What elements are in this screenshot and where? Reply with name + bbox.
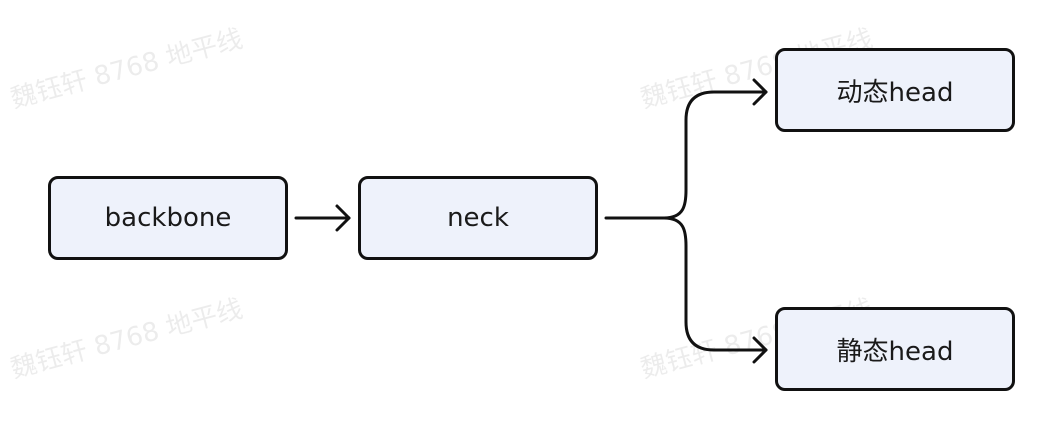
node-dynamic-head: 动态head [775, 48, 1015, 132]
arrowhead-backbone-to-neck [335, 204, 351, 232]
node-backbone-label: backbone [104, 203, 232, 233]
node-backbone: backbone [48, 176, 288, 260]
node-static-head: 静态head [775, 307, 1015, 391]
node-dynamic-head-label: 动态head [836, 77, 954, 108]
arrowhead-to-static-head [752, 336, 768, 364]
node-neck: neck [358, 176, 598, 260]
node-neck-label: neck [447, 203, 509, 233]
node-static-head-label: 静态head [836, 336, 954, 367]
arrowhead-to-dynamic-head [752, 78, 768, 106]
connector-branch-upper [662, 90, 768, 220]
connector-branch-lower [662, 216, 768, 352]
